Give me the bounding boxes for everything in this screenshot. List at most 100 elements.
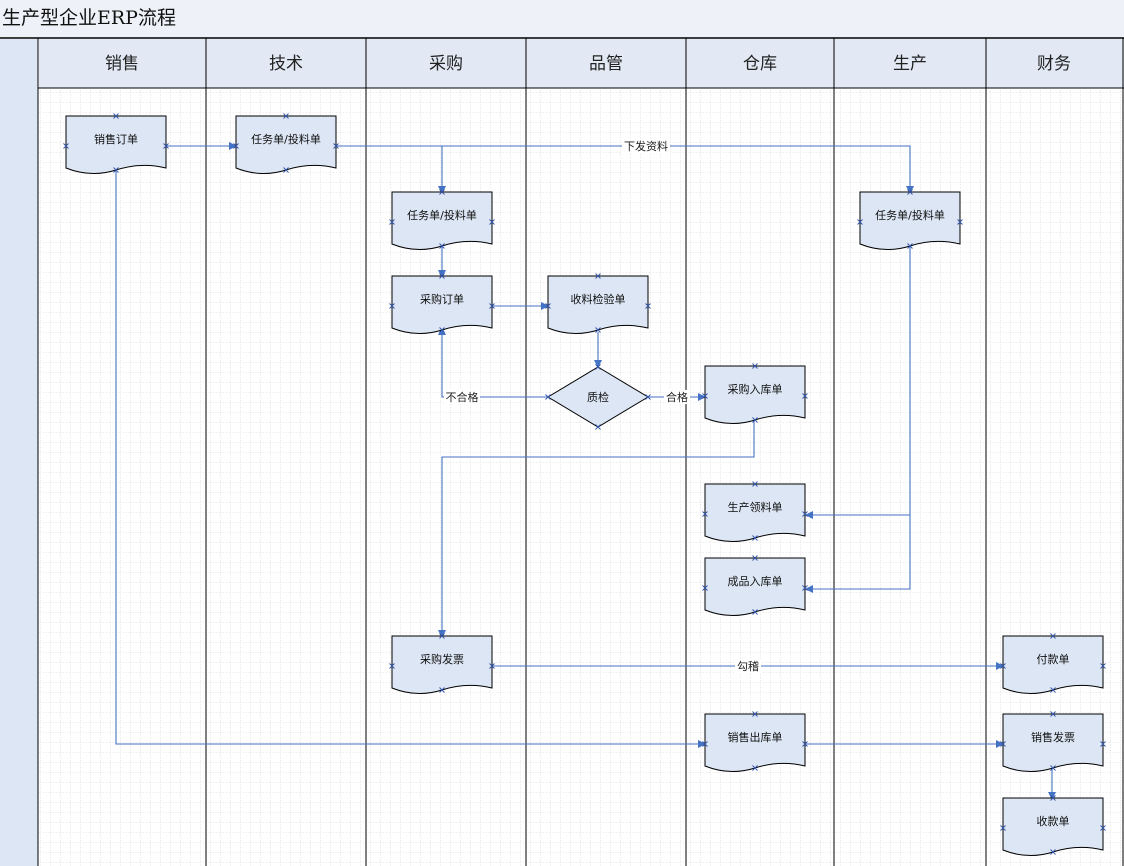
connection-point-mark — [752, 363, 758, 369]
lane-production: 生产 — [893, 54, 927, 74]
connection-point-mark — [283, 113, 289, 119]
connection-point-mark — [333, 143, 339, 149]
node-payment-label: 付款单 — [1037, 652, 1070, 666]
connection-point-mark — [752, 535, 758, 541]
connection-point-mark — [1050, 795, 1056, 801]
connection-point-mark — [595, 364, 601, 370]
connection-point-mark — [389, 303, 395, 309]
connection-point-mark — [752, 711, 758, 717]
connection-point-mark — [439, 633, 445, 639]
connection-point-mark — [1100, 741, 1106, 747]
connection-point-mark — [1050, 633, 1056, 639]
edge-label-issue: 下发资料 — [624, 139, 668, 153]
connection-point-mark — [489, 663, 495, 669]
connection-point-mark — [857, 219, 863, 225]
node-sales-order[interactable]: 销售订单 — [65, 115, 167, 174]
node-qc-label: 质检 — [587, 390, 609, 404]
grid-background — [39, 89, 1124, 866]
node-fg-in-label: 成品入库单 — [728, 575, 783, 588]
connection-point-mark — [439, 273, 445, 279]
lane-sales: 销售 — [105, 54, 139, 74]
connection-point-mark — [802, 511, 808, 517]
node-sales-order-label: 销售订单 — [94, 132, 138, 146]
connection-point-mark — [389, 663, 395, 669]
connection-point-mark — [489, 219, 495, 225]
connection-point-mark — [802, 741, 808, 747]
connection-point-mark — [907, 243, 913, 249]
connection-point-mark — [1050, 711, 1056, 717]
node-prod-task[interactable]: 任务单/投料单 — [859, 191, 961, 250]
side-strip — [0, 39, 38, 866]
connection-point-mark — [1050, 849, 1056, 855]
connection-point-mark — [752, 765, 758, 771]
lane-finance: 财务 — [1037, 54, 1071, 74]
node-fg-in[interactable]: 成品入库单 — [704, 557, 806, 616]
node-purch-in[interactable]: 采购入库单 — [704, 365, 806, 424]
edge-in-to-invoice — [438, 418, 755, 638]
node-payment[interactable]: 付款单 — [1002, 635, 1104, 694]
node-purch-task[interactable]: 任务单/投料单 — [391, 191, 493, 250]
node-sales-invoice[interactable]: 销售发票 — [1002, 713, 1104, 772]
node-sales-out[interactable]: 销售出库单 — [704, 713, 806, 772]
connection-point-mark — [645, 303, 651, 309]
node-tech-task[interactable]: 任务单/投料单 — [235, 115, 337, 174]
connection-point-mark — [545, 303, 551, 309]
connection-point-mark — [489, 303, 495, 309]
page-title: 生产型企业ERP流程 — [2, 7, 176, 29]
connection-point-mark — [1050, 687, 1056, 693]
node-recv-inspect-label: 收料检验单 — [571, 292, 626, 306]
connection-point-mark — [752, 609, 758, 615]
connection-point-mark — [702, 585, 708, 591]
connection-point-mark — [957, 219, 963, 225]
connection-point-mark — [645, 394, 651, 400]
connection-point-mark — [439, 189, 445, 195]
connection-point-mark — [113, 113, 119, 119]
connection-point-mark — [233, 143, 239, 149]
connection-point-mark — [907, 189, 913, 195]
edge-issue-to-production — [336, 145, 914, 194]
connection-point-mark — [1000, 741, 1006, 747]
connection-point-mark — [802, 585, 808, 591]
connection-point-mark — [1000, 663, 1006, 669]
connection-point-mark — [439, 687, 445, 693]
connection-point-mark — [389, 219, 395, 225]
connection-point-mark — [163, 143, 169, 149]
edge-label-match: 勾稽 — [737, 659, 759, 673]
node-tech-task-label: 任务单/投料单 — [251, 132, 321, 146]
node-prod-pick-label: 生产领料单 — [728, 500, 783, 514]
node-prod-pick[interactable]: 生产领料单 — [704, 483, 806, 542]
edge-label-pass: 合格 — [666, 390, 688, 404]
node-purch-invoice[interactable]: 采购发票 — [391, 635, 493, 694]
document-nodes: 销售订单 任务单/投料单 任务单/投料单 任务单/投料单 采购订单 收料检验单 … — [65, 115, 1104, 856]
node-prod-task-label: 任务单/投料单 — [875, 208, 945, 222]
node-sales-invoice-label: 销售发票 — [1031, 730, 1075, 744]
node-sales-out-label: 销售出库单 — [728, 730, 783, 744]
connection-point-mark — [1000, 825, 1006, 831]
lane-header-row — [39, 39, 1124, 88]
connection-point-mark — [702, 741, 708, 747]
edge-prod-to-fg — [805, 515, 911, 593]
connection-point-mark — [752, 481, 758, 487]
connection-points — [63, 113, 1106, 855]
node-purch-order-label: 采购订单 — [420, 292, 464, 306]
node-purch-invoice-label: 采购发票 — [420, 652, 464, 666]
connection-point-mark — [702, 511, 708, 517]
connection-point-mark — [439, 243, 445, 249]
node-purch-in-label: 采购入库单 — [728, 382, 783, 396]
lane-warehouse: 仓库 — [743, 54, 777, 74]
connection-point-mark — [752, 417, 758, 423]
node-recv-inspect[interactable]: 收料检验单 — [547, 275, 649, 334]
edge-label-fail: 不合格 — [446, 390, 479, 404]
connection-point-mark — [802, 393, 808, 399]
lane-quality: 品管 — [589, 54, 623, 74]
node-purch-order[interactable]: 采购订单 — [391, 275, 493, 334]
node-receipt[interactable]: 收款单 — [1002, 797, 1104, 856]
lane-dividers — [205, 38, 1124, 866]
connection-point-mark — [595, 327, 601, 333]
connection-point-mark — [283, 167, 289, 173]
connection-point-mark — [63, 143, 69, 149]
node-purch-task-label: 任务单/投料单 — [407, 208, 477, 222]
lane-tech: 技术 — [269, 54, 303, 74]
